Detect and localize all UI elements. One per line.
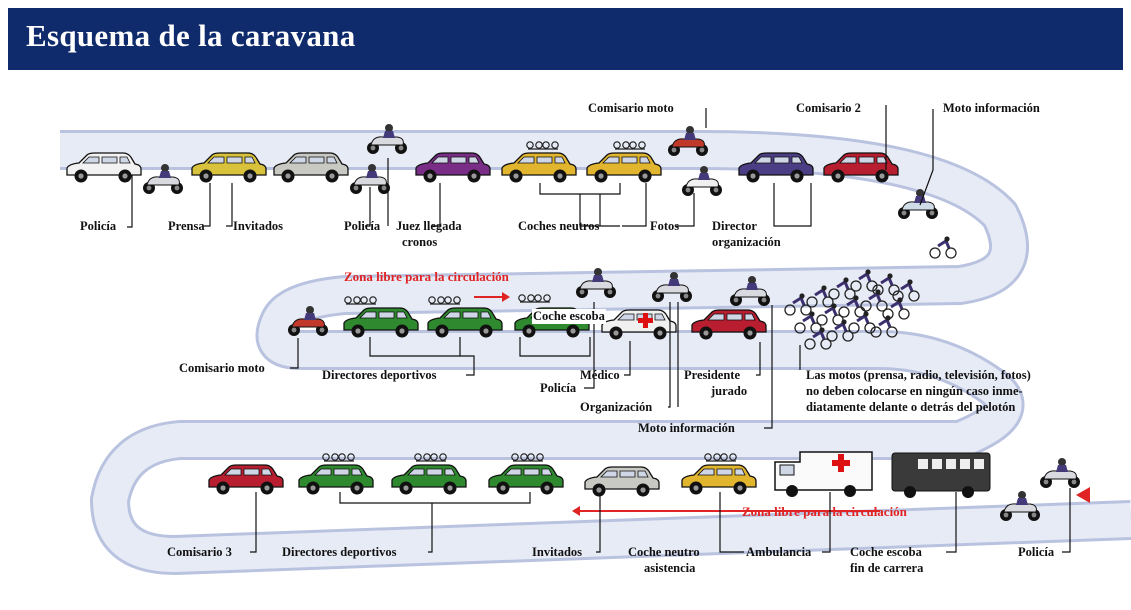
direction-arrow-icon [1076, 487, 1090, 503]
label-director: Director [712, 219, 757, 233]
zone-label-2: Zona libre para la circulación [742, 504, 907, 519]
label-coche-escoba: Coche escoba [532, 309, 606, 324]
cyclist-icon [928, 234, 958, 260]
header-bar: Esquema de la caravana [8, 8, 1123, 70]
label-directores-deportivos-2: Directores deportivos [282, 545, 397, 559]
label-ambulancia: Ambulancia [746, 545, 812, 559]
label-asistencia: asistencia [644, 561, 696, 575]
label-policia-4: Policía [1018, 545, 1055, 559]
label-motos-line-2: no deben colocarse en ningún caso inme- [806, 384, 1023, 398]
team-car-icon [298, 464, 374, 496]
label-comisario-moto-1: Comisario moto [588, 101, 674, 115]
label-motos-line-1: Las motos (prensa, radio, televisión, fo… [806, 368, 1031, 382]
label-cronos: cronos [402, 235, 438, 249]
page-title: Esquema de la caravana [26, 18, 356, 53]
neutral-assist-car-icon [681, 464, 757, 496]
zone-arrow-1 [474, 292, 510, 302]
zone-label-1: Zona libre para la circulación [344, 269, 509, 284]
label-invitados-1: Invitados [233, 219, 284, 233]
label-organizacion-2: Organización [580, 400, 653, 414]
team-car-icon [391, 464, 467, 496]
label-directores-deportivos-1: Directores deportivos [322, 368, 437, 382]
team-car-icon [488, 464, 564, 496]
ambulance-icon [774, 451, 873, 497]
label-medico: Médico [580, 368, 620, 382]
label-policia-1: Policía [80, 219, 117, 233]
label-motos-line-3: diatamente delante o detrás del pelotón [806, 400, 1016, 414]
label-comisario-3: Comisario 3 [167, 545, 232, 559]
photo-moto-icon [681, 165, 723, 197]
label-coche-escoba-fin: Coche escoba [850, 545, 922, 559]
label-comisario-moto-2: Comisario moto [179, 361, 265, 375]
label-coche-neutro: Coche neutro [628, 545, 700, 559]
label-jurado: jurado [711, 384, 748, 398]
label-coches-neutros: Coches neutros [518, 219, 600, 233]
label-invitados-2: Invitados [532, 545, 583, 559]
label-comisario-2: Comisario 2 [796, 101, 861, 115]
label-organizacion-1: organización [712, 235, 781, 249]
label-presidente: Presidente [684, 368, 741, 382]
police-moto-icon [1039, 457, 1081, 489]
road [60, 133, 1131, 572]
label-fotos: Fotos [650, 219, 680, 233]
leader-lines [127, 105, 1071, 553]
bus-icon [891, 452, 991, 498]
red-cross-icon [638, 313, 653, 328]
label-policia-3: Policía [540, 381, 577, 395]
label-moto-informacion-2: Moto información [638, 421, 735, 435]
label-prensa: Prensa [168, 219, 205, 233]
label-fin-carrera: fin de carrera [850, 561, 924, 575]
commissaire-3-car-icon [208, 464, 284, 496]
guests-car-icon [584, 466, 660, 498]
label-policia-2: Policía [344, 219, 381, 233]
label-moto-informacion-1: Moto información [943, 101, 1040, 115]
label-juez-llegada: Juez llegada [396, 219, 462, 233]
